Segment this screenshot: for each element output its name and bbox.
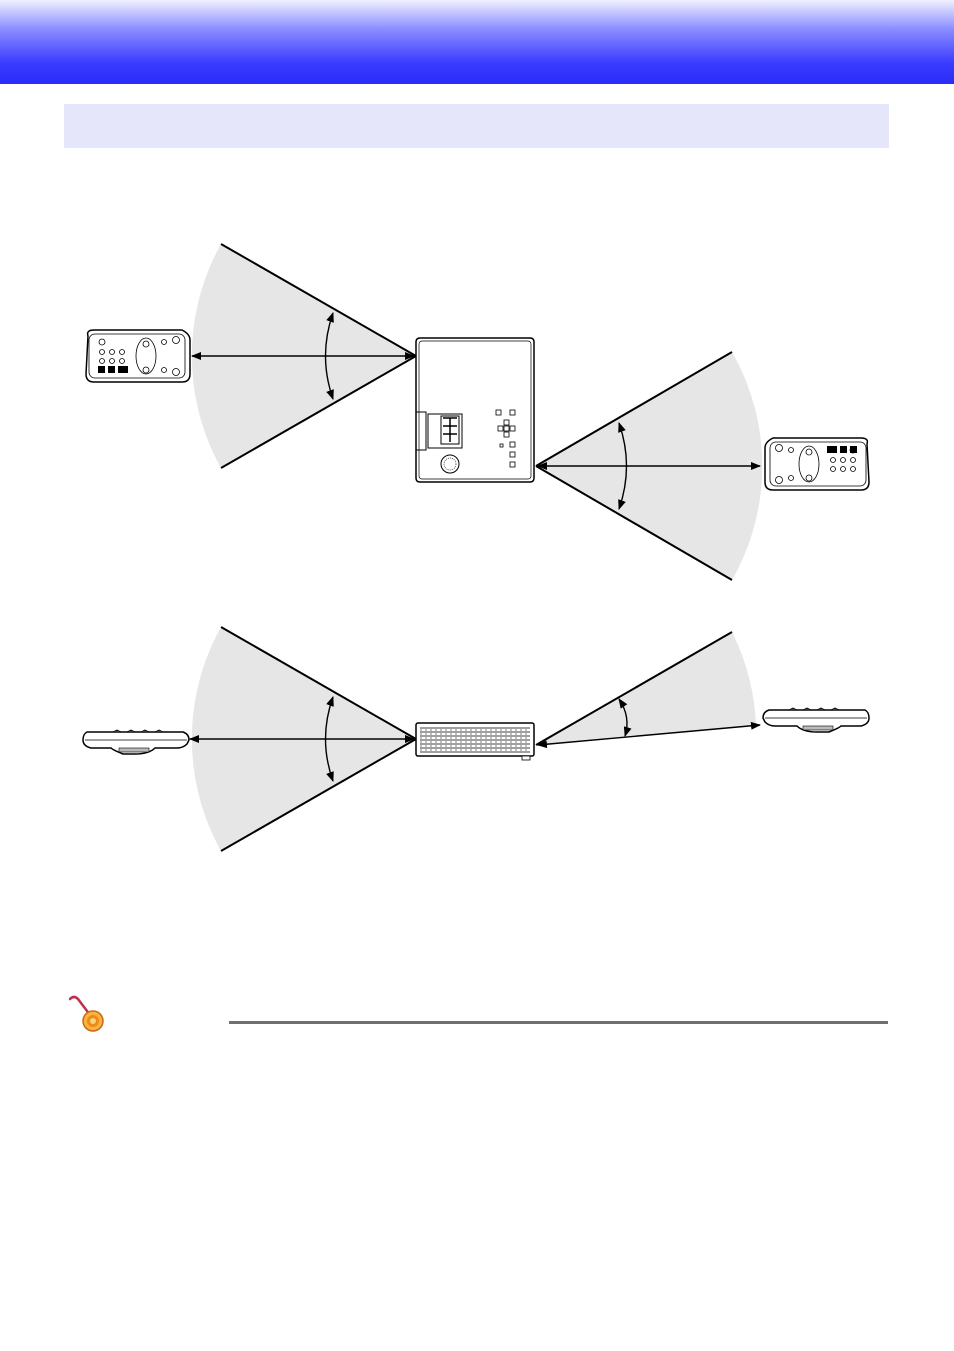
- top-view-diagram: [85, 243, 870, 581]
- projector-top: [415, 337, 535, 483]
- important-note-icon: [68, 995, 104, 1032]
- section-title-bar: [64, 104, 889, 148]
- left-angle-arrow: [324, 312, 334, 400]
- right-vertical-range-cone: [536, 632, 756, 745]
- remote-control-right-side: [762, 707, 870, 733]
- right-vertical-angle-arrow: [618, 698, 632, 737]
- projector-front: [415, 722, 535, 761]
- right-angle-arrow: [618, 422, 628, 510]
- right-vertical-distance-arrow: [537, 721, 761, 749]
- remote-control-left: [85, 329, 191, 383]
- left-vertical-angle-arrow: [324, 696, 334, 782]
- remote-control-left-side: [82, 729, 190, 755]
- note-divider: [229, 1021, 888, 1024]
- page-header-band: [0, 0, 954, 84]
- remote-control-right: [764, 437, 870, 491]
- side-view-diagram: [82, 626, 870, 852]
